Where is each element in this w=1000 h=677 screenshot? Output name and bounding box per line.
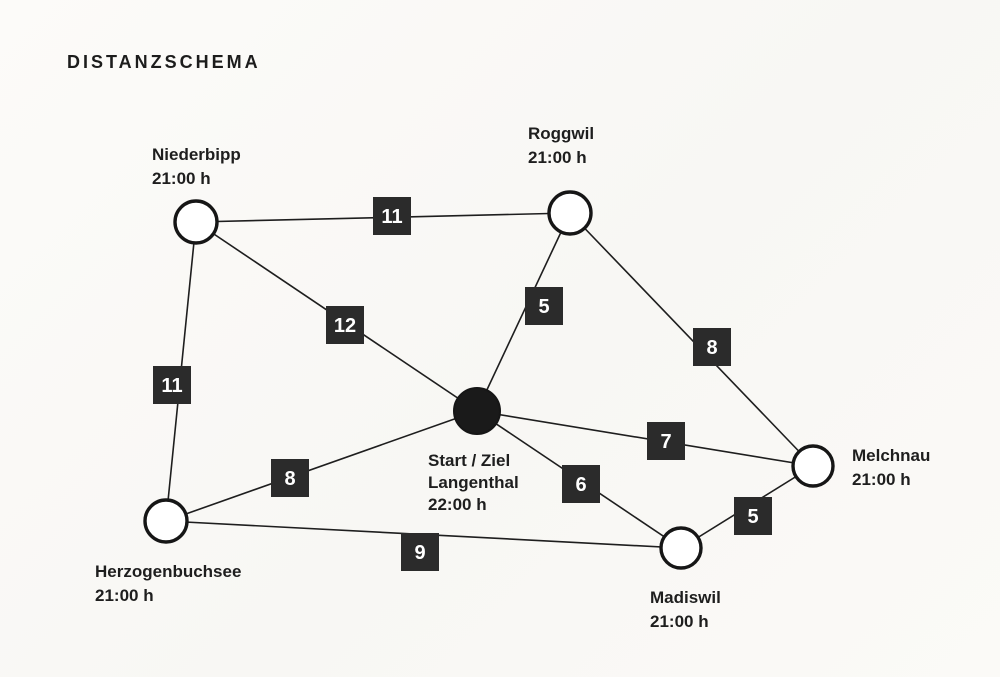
distance-value: 7 bbox=[660, 431, 671, 453]
distance-label-langenthal-melchnau: 7 bbox=[647, 422, 685, 460]
distance-value: 5 bbox=[747, 506, 758, 528]
distance-label-herzogenbuchsee-madiswil: 9 bbox=[401, 533, 439, 571]
node-label-madiswil-line2: 21:00 h bbox=[650, 612, 709, 631]
distance-box bbox=[693, 328, 731, 366]
distance-box bbox=[562, 465, 600, 503]
distance-box bbox=[153, 366, 191, 404]
edge-roggwil-langenthal bbox=[476, 212, 571, 412]
node-madiswil bbox=[659, 526, 703, 570]
distance-label-melchnau-madiswil: 5 bbox=[734, 497, 772, 535]
distance-value: 9 bbox=[414, 542, 425, 564]
distance-value: 8 bbox=[706, 337, 717, 359]
edge-langenthal-melchnau bbox=[476, 410, 814, 467]
distance-box bbox=[271, 459, 309, 497]
distance-box bbox=[734, 497, 772, 535]
distance-label-niederbipp-langenthal: 12 bbox=[326, 306, 364, 344]
node-label-niederbipp-line2: 21:00 h bbox=[152, 169, 211, 188]
distance-value: 6 bbox=[575, 474, 586, 496]
distance-box bbox=[647, 422, 685, 460]
distance-label-roggwil-melchnau: 8 bbox=[693, 328, 731, 366]
node-langenthal bbox=[453, 387, 501, 435]
distance-box bbox=[326, 306, 364, 344]
distance-value: 8 bbox=[284, 468, 295, 490]
edge-roggwil-melchnau bbox=[569, 212, 814, 467]
node-niederbipp bbox=[173, 199, 219, 245]
distance-value: 11 bbox=[381, 206, 402, 228]
node-label-herzogenbuchsee: Herzogenbuchsee bbox=[95, 562, 241, 581]
node-label-roggwil: Roggwil bbox=[528, 124, 594, 143]
node-label-langenthal-line2: Langenthal bbox=[428, 473, 519, 492]
distance-label-niederbipp-herzogenbuchsee: 11 bbox=[153, 366, 191, 404]
distance-value: 12 bbox=[334, 315, 356, 337]
node-label-melchnau: Melchnau bbox=[852, 446, 930, 465]
distance-value: 5 bbox=[538, 296, 549, 318]
node-label-melchnau-line2: 21:00 h bbox=[852, 470, 911, 489]
node-label-langenthal: Start / Ziel bbox=[428, 451, 510, 470]
distance-box bbox=[401, 533, 439, 571]
node-herzogenbuchsee bbox=[143, 498, 189, 544]
node-label-niederbipp: Niederbipp bbox=[152, 145, 241, 164]
distance-box bbox=[525, 287, 563, 325]
distance-box bbox=[373, 197, 411, 235]
edge-langenthal-herzogenbuchsee bbox=[165, 410, 478, 522]
distance-label-niederbipp-roggwil: 11 bbox=[373, 197, 411, 235]
node-roggwil bbox=[547, 190, 593, 236]
distance-label-langenthal-herzogenbuchsee: 8 bbox=[271, 459, 309, 497]
node-label-roggwil-line2: 21:00 h bbox=[528, 148, 587, 167]
node-label-langenthal-line3: 22:00 h bbox=[428, 495, 487, 514]
distance-value: 11 bbox=[161, 375, 182, 397]
node-label-herzogenbuchsee-line2: 21:00 h bbox=[95, 586, 154, 605]
distance-label-roggwil-langenthal: 5 bbox=[525, 287, 563, 325]
distance-label-langenthal-madiswil: 6 bbox=[562, 465, 600, 503]
node-melchnau bbox=[791, 444, 835, 488]
page-title: DISTANZSCHEMA bbox=[67, 52, 261, 72]
node-label-madiswil: Madiswil bbox=[650, 588, 721, 607]
